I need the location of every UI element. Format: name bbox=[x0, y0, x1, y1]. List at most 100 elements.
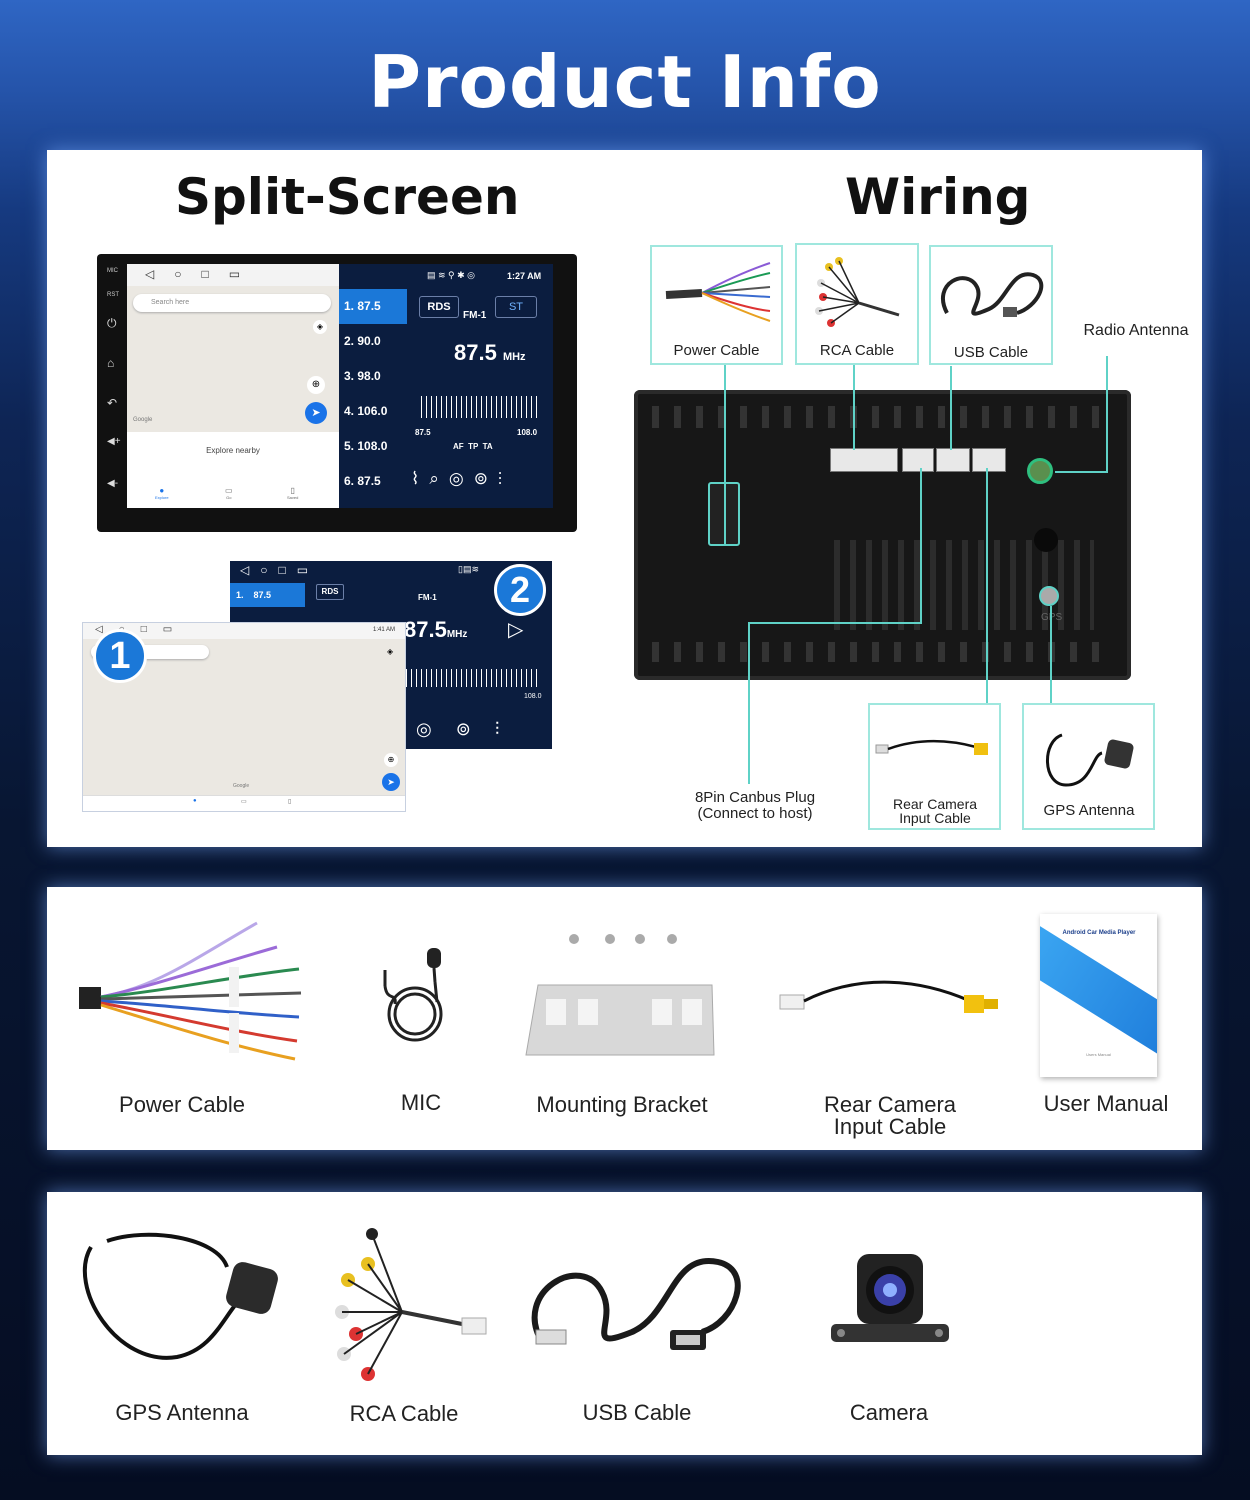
head-unit-back: GPS bbox=[634, 390, 1131, 680]
gps-port bbox=[1039, 586, 1059, 606]
home-icon[interactable]: ⌂ bbox=[107, 356, 115, 370]
split-wiring-panel: Split-Screen Wiring MIC RST ⏻ ⌂ ↶ ◀+ ◀- … bbox=[47, 150, 1202, 847]
line-power bbox=[724, 364, 726, 544]
status-time: 1:27 AM bbox=[507, 271, 542, 281]
accessory-mounting-bracket-label: Mounting Bracket bbox=[536, 1092, 708, 1117]
small-preset-1[interactable]: 1. 87.5 bbox=[230, 583, 305, 607]
small-range-max: 108.0 bbox=[524, 693, 542, 700]
map-tab-saved[interactable]: ▯Saved bbox=[287, 486, 299, 500]
line-canbus-h bbox=[748, 622, 922, 624]
head-unit-display: MIC RST ⏻ ⌂ ↶ ◀+ ◀- ◁○□▭ Search here ◈ ⊕… bbox=[97, 254, 577, 532]
preset-2[interactable]: 2. 90.0 bbox=[344, 334, 381, 348]
badge-1: 1 bbox=[93, 629, 147, 683]
directions-icon[interactable]: ➤ bbox=[305, 402, 327, 424]
manual-cover-title: Android Car Media Player bbox=[1062, 930, 1136, 936]
small-tab-saved[interactable]: ▯ bbox=[288, 799, 292, 805]
small-locate-icon[interactable]: ⊕ bbox=[384, 753, 398, 767]
radar-icon[interactable]: ⊚ bbox=[473, 469, 498, 488]
line-gps bbox=[1050, 606, 1052, 704]
range-min: 87.5 bbox=[415, 428, 431, 437]
small-directions-icon[interactable]: ➤ bbox=[382, 773, 400, 791]
side-button-rst[interactable]: RST bbox=[107, 292, 119, 298]
wiring-power-cable-box bbox=[650, 245, 783, 365]
small-radar-icon[interactable]: ⊚ bbox=[455, 719, 495, 739]
radio-antenna-port bbox=[1027, 458, 1053, 484]
usb-cable-image-2 bbox=[531, 1257, 741, 1350]
main-connector bbox=[830, 448, 898, 472]
wiring-radio-antenna-label: Radio Antenna bbox=[1083, 322, 1189, 339]
small-band-label: FM-1 bbox=[418, 593, 437, 602]
preset-4[interactable]: 4. 106.0 bbox=[344, 404, 388, 418]
small-radio-controls: ◎⊚⫶ bbox=[416, 719, 523, 740]
small-google-logo: Google bbox=[233, 783, 250, 789]
vent-row-bottom bbox=[652, 642, 1112, 662]
small-play-icon[interactable]: ▷ bbox=[508, 619, 524, 641]
power-cable-harness-image bbox=[79, 921, 302, 1061]
preset-5[interactable]: 5. 108.0 bbox=[344, 439, 388, 453]
rca-cable-image-2 bbox=[335, 1228, 487, 1381]
usb-cable-image bbox=[941, 272, 1044, 317]
wiring-power-cable-label: Power Cable bbox=[673, 342, 760, 359]
volume-down-icon[interactable]: ◀- bbox=[107, 478, 119, 489]
explore-nearby-label[interactable]: Explore nearby bbox=[206, 446, 260, 455]
small-layers-icon[interactable]: ◈ bbox=[387, 647, 394, 656]
page-title: Product Info bbox=[368, 40, 882, 124]
preset-1[interactable]: 1. 87.5 bbox=[339, 289, 407, 324]
rear-camera-cable-image bbox=[875, 740, 988, 755]
small-status-icons: ▯▤≋ bbox=[458, 564, 479, 574]
rds-button[interactable]: RDS bbox=[419, 296, 459, 318]
line-canbus-v bbox=[748, 622, 750, 784]
status-icons: ▤ ≋ ⚲ ✱ ◎ bbox=[427, 270, 476, 280]
manual-stripe bbox=[1040, 924, 1157, 1070]
small-equalizer-icon[interactable]: ⫶ bbox=[494, 719, 524, 739]
line-camera bbox=[986, 468, 988, 704]
small-frequency: 87.5MHz bbox=[404, 617, 468, 642]
preset-3[interactable]: 3. 98.0 bbox=[344, 369, 381, 383]
search-icon[interactable]: ⌕ bbox=[429, 469, 449, 488]
back-icon[interactable]: ↶ bbox=[107, 396, 118, 410]
equalizer-icon[interactable]: ⫶ bbox=[497, 469, 513, 488]
small-tab-go[interactable]: ▭ bbox=[241, 799, 247, 805]
small-map-screen: ◁○□▭ 1:41 AM ◈ ⊕ ➤ Google ● ▭ ▯ 1 bbox=[82, 622, 406, 812]
accessories-panel-1: Android Car Media Player Users Manual Po… bbox=[47, 887, 1202, 1150]
rca-connector bbox=[902, 448, 934, 472]
broadcast-icon[interactable]: ⌇ bbox=[411, 469, 430, 488]
small-tab-explore[interactable]: ● bbox=[193, 798, 197, 804]
google-logo: Google bbox=[133, 417, 153, 423]
band-label: FM-1 bbox=[463, 310, 487, 321]
wiring-heading: Wiring bbox=[845, 168, 1031, 226]
usb-connector-1 bbox=[936, 448, 970, 472]
small-status-time: 1:41 AM bbox=[373, 627, 396, 633]
usb-connector-2 bbox=[972, 448, 1006, 472]
explore-sheet: Explore nearby ●Explore ▭Go ▯Saved bbox=[127, 432, 339, 508]
side-button-mic[interactable]: MIC bbox=[107, 268, 118, 274]
range-max: 108.0 bbox=[517, 428, 538, 437]
power-cable-image bbox=[665, 262, 771, 322]
small-rds-button[interactable]: RDS bbox=[316, 584, 344, 600]
st-button[interactable]: ST bbox=[495, 296, 537, 318]
map-screen: ◁○□▭ Search here ◈ ⊕ ➤ Google Explore ne… bbox=[127, 264, 339, 508]
preset-6[interactable]: 6. 87.5 bbox=[344, 474, 381, 488]
accessory-power-cable-label: Power Cable bbox=[119, 1092, 245, 1117]
accessory-usb-cable-label: USB Cable bbox=[582, 1400, 692, 1425]
wiring-canbus-label: 8Pin Canbus Plug(Connect to host) bbox=[694, 789, 816, 822]
preset-list: 1. 87.5 2. 90.0 3. 98.0 4. 106.0 5. 108.… bbox=[339, 289, 407, 508]
small-nav-bar: ◁○□▭ bbox=[240, 563, 320, 577]
scan-icon[interactable]: ◎ bbox=[448, 469, 474, 488]
frequency-display: 87.5 MHz bbox=[454, 340, 526, 365]
search-input[interactable]: Search here bbox=[151, 299, 190, 306]
map-search-bar[interactable]: Search here bbox=[133, 294, 331, 312]
wiring-rca-cable-box bbox=[795, 243, 919, 365]
map-nav-bar: ◁○□▭ bbox=[127, 264, 339, 286]
locate-icon[interactable]: ⊕ bbox=[307, 376, 325, 394]
power-icon[interactable]: ⏻ bbox=[107, 316, 117, 330]
map-tab-explore[interactable]: ●Explore bbox=[155, 486, 169, 500]
small-scan-icon[interactable]: ◎ bbox=[416, 719, 456, 739]
line-canbus-up bbox=[920, 468, 922, 624]
volume-up-icon[interactable]: ◀+ bbox=[107, 436, 121, 447]
rca-cable-image bbox=[815, 257, 900, 327]
layers-icon[interactable]: ◈ bbox=[313, 320, 327, 334]
map-tab-go[interactable]: ▭Go bbox=[225, 486, 233, 500]
